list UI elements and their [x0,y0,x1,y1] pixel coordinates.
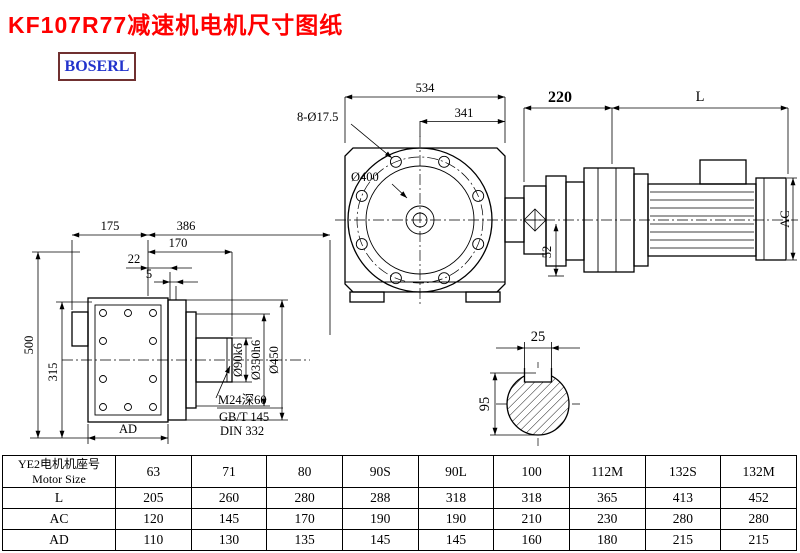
dim-25: 25 [531,329,546,345]
dim-315: 315 [46,363,60,382]
dim-175: 175 [101,219,120,233]
motor-size-header: 100 [493,455,570,488]
dim-341: 341 [455,106,474,120]
motor-size-header: 90L [417,455,495,488]
dim-AC: AC [778,210,792,227]
dim-500: 500 [22,336,36,355]
row-label: L [2,487,116,509]
motor-size-header: 63 [115,455,192,488]
corner-header-en: Motor Size [32,471,86,486]
table-cell: 318 [493,487,570,509]
page-title: KF107R77减速机电机尺寸图纸 [8,12,344,38]
table-cell: 190 [417,508,495,530]
table-cell: 215 [720,529,797,551]
table-cell: 288 [341,487,419,509]
fan-cover [755,177,787,261]
table-cell: 180 [568,529,646,551]
dim-90k6: Ø90k6 [231,343,245,377]
top-view-dimensions: 534 341 220 L AC 52 8-Ø17.5 Ø400 [297,81,797,277]
table-cell: 130 [190,529,268,551]
dim-386: 386 [177,219,196,233]
shaft-section-drawing: 25 95 [477,329,580,446]
top-view-drawing [335,136,798,306]
front-view-dimensions: 175 386 170 22 5 500 315 AD [22,219,331,444]
row-label: AD [2,529,116,551]
dim-534: 534 [416,81,436,95]
table-cell: 145 [341,529,419,551]
dim-170: 170 [169,236,188,250]
motor-dimension-table: YE2电机机座号 Motor Size 63 71 80 90S 90L 100… [2,455,797,551]
dim-L: L [696,89,705,105]
motor-size-header: 71 [190,455,268,488]
dim-220: 220 [548,89,572,106]
table-cell: 230 [568,508,646,530]
motor-size-header: 80 [266,455,343,488]
table-cell: 365 [568,487,646,509]
front-view-drawing [62,297,310,423]
table-cell: 190 [341,508,419,530]
table-corner-header: YE2电机机座号 Motor Size [2,455,116,488]
table-cell: 280 [644,508,722,530]
table-cell: 145 [190,508,268,530]
corner-header-cn: YE2电机机座号 [18,456,100,471]
table-cell: 120 [115,508,192,530]
table-cell: 260 [190,487,268,509]
table-cell: 413 [644,487,722,509]
dim-95: 95 [477,397,493,412]
dim-400: Ø400 [351,170,379,184]
dim-bolt-holes: 8-Ø17.5 [297,110,338,124]
table-cell: 170 [266,508,343,530]
motor-size-header: 112M [568,455,646,488]
table-row-AD: AD 110 130 135 145 145 160 180 215 215 [2,529,797,551]
motor-size-header: 90S [341,455,419,488]
dim-22: 22 [128,252,141,266]
technical-drawing: 534 341 220 L AC 52 8-Ø17.5 Ø400 [22,81,798,446]
boserl-logo-text: BOSERL [64,57,130,75]
dim-52: 52 [540,246,554,259]
table-cell: 160 [493,529,570,551]
row-label: AC [2,508,116,530]
table-cell: 280 [266,487,343,509]
dim-AD: AD [119,422,137,436]
table-cell: 145 [417,529,495,551]
table-cell: 215 [644,529,722,551]
motor-size-header: 132M [720,455,797,488]
note-gbt145: GB/T 145 [219,410,269,424]
note-m24: M24深60 [218,393,267,407]
table-cell: 110 [115,529,192,551]
table-cell: 280 [720,508,797,530]
terminal-box [699,159,747,185]
table-cell: 210 [493,508,570,530]
table-row-AC: AC 120 145 170 190 190 210 230 280 280 [2,508,797,530]
boserl-logo: BOSERL [58,52,136,81]
table-row-L: L 205 260 280 288 318 318 365 413 452 [2,487,797,509]
table-cell: 135 [266,529,343,551]
motor-size-header: 132S [644,455,722,488]
dim-5: 5 [146,267,152,281]
dim-450: Ø450 [267,346,281,374]
table-header-row: YE2电机机座号 Motor Size 63 71 80 90S 90L 100… [2,455,797,488]
table-cell: 318 [417,487,495,509]
table-cell: 205 [115,487,192,509]
dim-350h6: Ø350h6 [249,340,263,380]
table-cell: 452 [720,487,797,509]
note-din332: DIN 332 [220,424,264,438]
